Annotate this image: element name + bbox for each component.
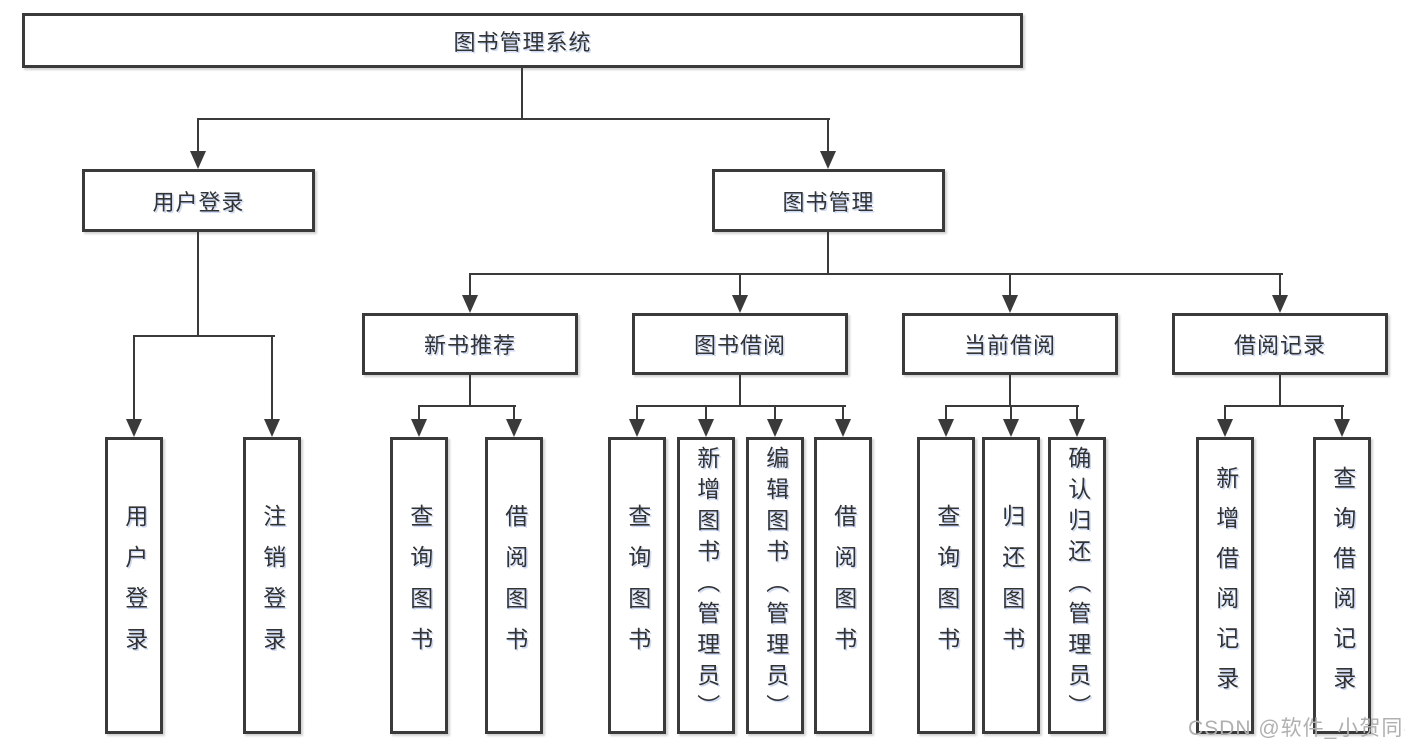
connector-arrow — [820, 118, 836, 169]
connector-line — [945, 405, 1079, 407]
leaf-query-books-2: 查询图书 — [608, 437, 666, 734]
connector-arrow — [767, 405, 783, 437]
connector-line — [636, 405, 846, 407]
leaf-edit-books-admin: 编辑图书（管理员） — [746, 437, 804, 734]
node-label: 图书管理系统 — [453, 29, 592, 55]
connector-line — [827, 230, 829, 275]
connector-line — [418, 405, 516, 407]
connector-arrow — [411, 405, 427, 437]
connector-arrow — [938, 405, 954, 437]
connector-arrow — [264, 335, 280, 437]
node-label: 注销登录 — [259, 503, 286, 668]
connector-arrow — [629, 405, 645, 437]
node-label: 新增图书（管理员） — [693, 446, 720, 725]
node-borrowing-records: 借阅记录 — [1172, 313, 1388, 375]
leaf-query-borrow-record: 查询借阅记录 — [1313, 437, 1371, 734]
node-label: 新书推荐 — [423, 333, 516, 358]
node-label: 查询图书 — [406, 503, 433, 668]
node-label: 查询图书 — [624, 503, 651, 668]
leaf-query-books-3: 查询图书 — [917, 437, 975, 734]
connector-arrow — [1002, 273, 1018, 313]
connector-arrow — [1003, 405, 1019, 437]
node-label: 新增借阅记录 — [1212, 465, 1239, 706]
connector-line — [521, 66, 523, 120]
leaf-query-books-1: 查询图书 — [390, 437, 448, 734]
connector-arrow — [732, 273, 748, 313]
connector-line — [1009, 373, 1011, 407]
node-user-login: 用户登录 — [82, 169, 315, 232]
connector-arrow — [1272, 273, 1288, 313]
node-label: 查询图书 — [933, 503, 960, 668]
node-book-management: 图书管理 — [712, 169, 945, 232]
node-label: 编辑图书（管理员） — [762, 446, 789, 725]
leaf-borrow-books-2: 借阅图书 — [814, 437, 872, 734]
node-label: 用户登录 — [121, 503, 148, 668]
leaf-borrow-books-1: 借阅图书 — [485, 437, 543, 734]
node-label: 归还图书 — [998, 503, 1025, 668]
node-label: 用户登录 — [152, 189, 245, 215]
node-new-book-recommend: 新书推荐 — [362, 313, 578, 375]
connector-line — [1279, 373, 1281, 407]
node-label: 借阅图书 — [501, 503, 528, 668]
connector-line — [469, 273, 1283, 275]
node-label: 确认归还（管理员） — [1064, 446, 1091, 725]
connector-arrow — [506, 405, 522, 437]
connector-arrow — [1334, 405, 1350, 437]
connector-arrow — [698, 405, 714, 437]
connector-arrow — [462, 273, 478, 313]
connector-arrow — [126, 335, 142, 437]
leaf-return-books: 归还图书 — [982, 437, 1040, 734]
node-label: 当前借阅 — [963, 333, 1056, 358]
leaf-user-login: 用户登录 — [105, 437, 163, 734]
connector-line — [469, 373, 471, 407]
leaf-add-books-admin: 新增图书（管理员） — [677, 437, 735, 734]
node-current-borrowing: 当前借阅 — [902, 313, 1118, 375]
node-label: 借阅记录 — [1233, 333, 1326, 358]
connector-arrow — [1217, 405, 1233, 437]
node-label: 查询借阅记录 — [1329, 465, 1356, 706]
node-book-borrowing: 图书借阅 — [632, 313, 848, 375]
leaf-add-borrow-record: 新增借阅记录 — [1196, 437, 1254, 734]
connector-line — [197, 230, 199, 337]
node-label: 图书管理 — [782, 189, 875, 215]
node-library-system: 图书管理系统 — [22, 13, 1023, 68]
node-label: 图书借阅 — [693, 333, 786, 358]
connector-line — [739, 373, 741, 407]
connector-line — [197, 118, 830, 120]
watermark: CSDN @软件_小贺同学 — [1188, 717, 1405, 740]
connector-line — [133, 335, 275, 337]
connector-line — [1224, 405, 1344, 407]
leaf-logout-login: 注销登录 — [243, 437, 301, 734]
connector-arrow — [835, 405, 851, 437]
connector-arrow — [1069, 405, 1085, 437]
connector-arrow — [190, 118, 206, 169]
node-label: 借阅图书 — [830, 503, 857, 668]
leaf-confirm-return-admin: 确认归还（管理员） — [1048, 437, 1106, 734]
